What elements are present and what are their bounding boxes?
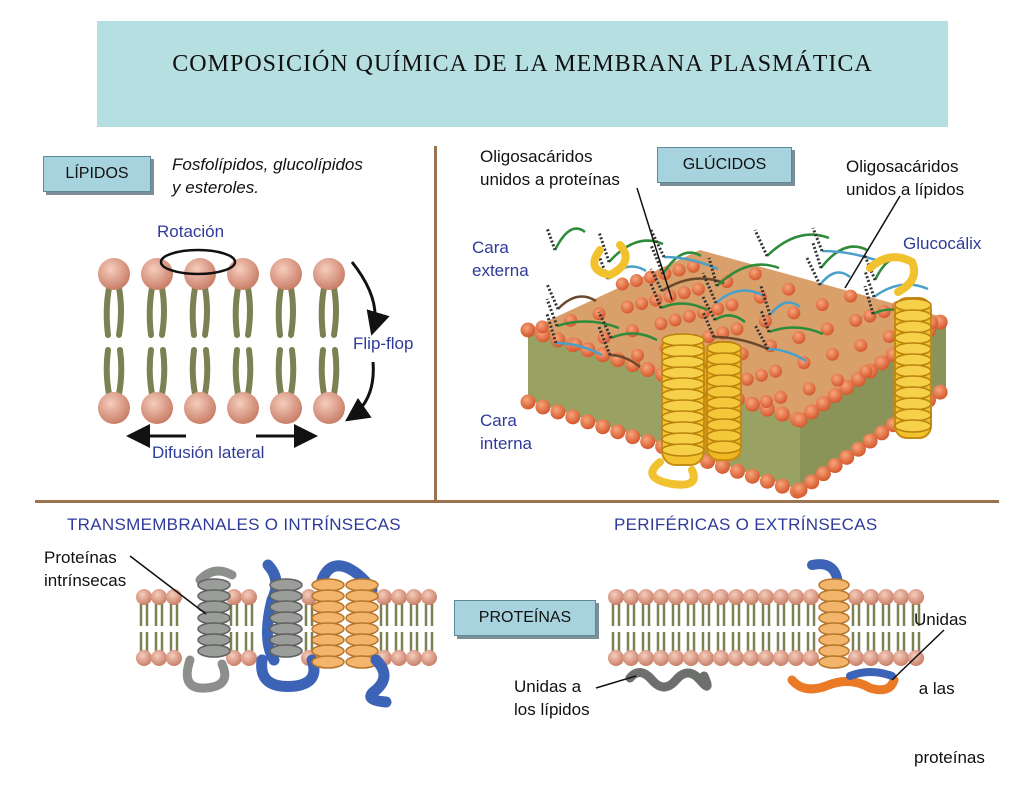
- outer-face-label: Cara externa: [472, 236, 529, 282]
- phospholipid-head: [98, 392, 130, 424]
- transmembrane-membrane-strip: [136, 589, 437, 666]
- peripheral-membrane-strip: [608, 589, 924, 666]
- phospholipid-head: [270, 392, 302, 424]
- title-band: COMPOSICIÓN QUÍMICA DE LA MEMBRANA PLASM…: [97, 21, 948, 127]
- phospholipid-head: [313, 392, 345, 424]
- oligo-proteins-line1: Oligosacáridos: [480, 147, 593, 166]
- proteins-box-label: PROTEÍNAS: [478, 609, 572, 626]
- bound-proteins-label: Unidas a las proteínas: [914, 562, 985, 792]
- bound-proteins-line2: a las: [914, 679, 955, 698]
- lipid-bound-peripheral-protein: [625, 668, 712, 692]
- flip-flop-arrow-top: [350, 261, 390, 336]
- glycocalyx-label: Glucocálix: [903, 234, 982, 253]
- outer-face-line1: Cara: [472, 238, 509, 257]
- vertical-divider: [434, 146, 437, 500]
- transmembrane-protein-helix-1: [661, 333, 705, 466]
- gray-intrinsic-protein: [182, 566, 237, 693]
- oligo-lipids-line2: unidos a lípidos: [846, 180, 965, 199]
- phospholipid-head: [184, 392, 216, 424]
- phospholipid-head: [227, 258, 259, 290]
- oligo-proteins-line2: unidos a proteínas: [480, 170, 620, 189]
- phospholipid-head: [141, 258, 173, 290]
- leader-bound-lipids: [595, 675, 637, 689]
- glucids-box: GLÚCIDOS: [657, 147, 792, 183]
- phospholipid-head: [227, 392, 259, 424]
- orange-blue-intrinsic-protein: [311, 560, 392, 708]
- inner-face-label: Cara interna: [480, 409, 532, 455]
- diagram-graphics: [98, 187, 948, 708]
- gray-blue-intrinsic-protein: [256, 559, 320, 692]
- outer-face-line2: externa: [472, 261, 529, 280]
- inner-face-line1: Cara: [480, 411, 517, 430]
- lipid-bilayer-diagram: [98, 258, 345, 424]
- leader-bound-proteins: [891, 629, 945, 681]
- lipids-description-line1: Fosfolípidos, glucolípidos: [172, 155, 363, 174]
- oligo-lipids-label: Oligosacáridos unidos a lípidos: [846, 155, 964, 201]
- flip-flop-label: Flip-flop: [353, 334, 414, 353]
- leader-oligo-lipids: [844, 195, 901, 289]
- lipids-description-line2: y esteroles.: [172, 178, 259, 197]
- proteins-box: PROTEÍNAS: [454, 600, 596, 636]
- rotation-arrow: [159, 248, 237, 276]
- intrinsic-line2: intrínsecas: [44, 571, 127, 590]
- intrinsic-proteins-label: Proteínas intrínsecas: [44, 546, 126, 592]
- leader-oligo-proteins: [636, 187, 673, 301]
- phospholipid-head: [270, 258, 302, 290]
- transmembrane-heading: TRANSMEMBRANALES O INTRÍNSECAS: [67, 515, 401, 534]
- bound-proteins-line1: Unidas: [914, 610, 967, 629]
- transmembrane-protein-helix-2: [706, 341, 742, 461]
- leader-intrinsic-proteins: [129, 555, 207, 615]
- rotation-label: Rotación: [157, 222, 225, 241]
- lateral-diffusion-label: Difusión lateral: [152, 443, 265, 462]
- phospholipid-head: [141, 392, 173, 424]
- oligo-lipids-line1: Oligosacáridos: [846, 157, 959, 176]
- inner-face-line2: interna: [480, 434, 532, 453]
- page-title: COMPOSICIÓN QUÍMICA DE LA MEMBRANA PLASM…: [172, 51, 873, 77]
- transmembrane-protein-helix-3: [894, 297, 932, 439]
- glucids-box-label: GLÚCIDOS: [682, 156, 767, 173]
- phospholipid-head: [313, 258, 345, 290]
- horizontal-divider: [35, 500, 999, 503]
- peripheral-helix-protein: [807, 559, 850, 669]
- phospholipid-head: [98, 258, 130, 290]
- membrane-block-illustration: [520, 227, 948, 499]
- bound-lipids-line2: los lípidos: [514, 700, 590, 719]
- bound-proteins-line3: proteínas: [914, 748, 985, 767]
- lipids-box-label: LÍPIDOS: [65, 165, 129, 182]
- bound-lipids-label: Unidas a los lípidos: [514, 675, 590, 721]
- flip-flop-arrow-bottom: [345, 361, 375, 422]
- protein-bound-peripheral-protein: [787, 675, 899, 695]
- bound-lipids-line1: Unidas a: [514, 677, 582, 696]
- peripheral-heading: PERIFÉRICAS O EXTRÍNSECAS: [614, 515, 878, 534]
- lipids-box: LÍPIDOS: [43, 156, 151, 192]
- oligo-proteins-label: Oligosacáridos unidos a proteínas: [480, 145, 620, 191]
- intrinsic-line1: Proteínas: [44, 548, 117, 567]
- lipids-description: Fosfolípidos, glucolípidos y esteroles.: [172, 153, 363, 199]
